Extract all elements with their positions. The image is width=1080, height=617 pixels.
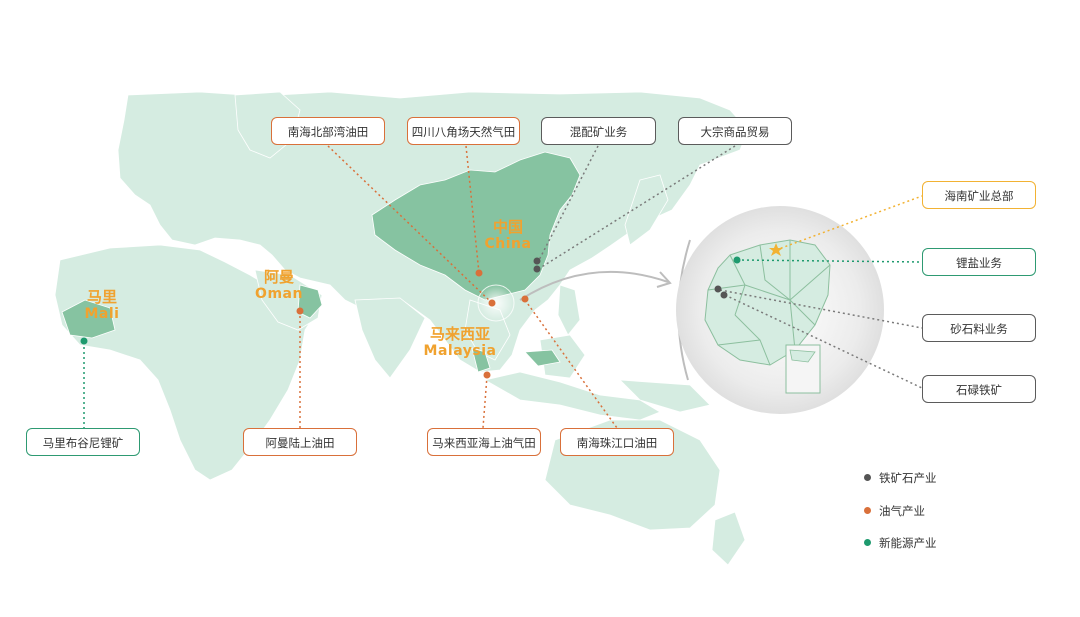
country-label-mali: 马里 Mali <box>72 289 132 323</box>
inset-arrow-head <box>656 271 672 288</box>
mali-shape <box>61 299 116 339</box>
oil-marker <box>521 295 529 303</box>
label-hainan-hq: 海南矿业总部 <box>922 181 1036 209</box>
mali-en: Mali <box>84 306 120 322</box>
orange-dot-icon <box>864 507 871 514</box>
hq-star-icon <box>769 243 783 256</box>
label-sichuan-bajiao: 四川八角场天然气田 <box>407 117 520 145</box>
philippines-land <box>557 284 581 336</box>
india-land <box>354 297 426 379</box>
china-zh: 中国 <box>492 218 523 236</box>
legend-item-new-energy: 新能源产业 <box>864 535 937 551</box>
iron-marker <box>533 257 541 265</box>
oman-shape <box>297 284 323 319</box>
inset-arrow <box>519 270 669 301</box>
oman-en: Oman <box>255 286 303 302</box>
label-shilu-iron: 石碌铁矿 <box>922 375 1036 403</box>
new-energy-marker <box>80 337 88 345</box>
country-label-malaysia: 马来西亚 Malaysia <box>418 326 502 360</box>
label-blending-ore: 混配矿业务 <box>541 117 656 145</box>
mali-zh: 马里 <box>86 288 117 306</box>
connector-lines <box>83 145 923 429</box>
new-zealand-land <box>711 511 746 566</box>
dark-dot-icon <box>864 474 871 481</box>
label-mali-goulamina: 马里布谷尼锂矿 <box>26 428 140 456</box>
malaysia-zh: 马来西亚 <box>429 325 490 343</box>
legend-item-oil: 油气产业 <box>864 503 925 519</box>
label-nanhai-north-bay: 南海北部湾油田 <box>271 117 385 145</box>
oil-marker <box>488 299 496 307</box>
label-pearl-river-mouth: 南海珠江口油田 <box>560 428 674 456</box>
malaysia-en: Malaysia <box>423 343 497 359</box>
land-masses <box>54 91 749 566</box>
china-en: China <box>484 236 532 252</box>
legend-label: 铁矿石产业 <box>879 471 937 485</box>
iron-marker <box>720 291 728 299</box>
hainan-spot <box>477 284 515 322</box>
country-label-china: 中国 China <box>478 219 538 253</box>
iron-marker <box>714 285 722 293</box>
markers <box>80 243 783 379</box>
iron-marker <box>533 265 541 273</box>
borneo-land <box>539 334 586 379</box>
legend-label: 油气产业 <box>879 504 925 518</box>
malaysia-shape <box>471 347 561 373</box>
oil-marker <box>475 269 483 277</box>
legend-item-iron: 铁矿石产业 <box>864 470 937 486</box>
country-label-oman: 阿曼 Oman <box>248 269 310 303</box>
china-shape <box>371 151 581 301</box>
new-energy-marker <box>733 256 741 264</box>
label-gravel: 砂石料业务 <box>922 314 1036 342</box>
label-malaysia-offshore: 马来西亚海上油气田 <box>427 428 541 456</box>
new-guinea-land <box>618 379 711 413</box>
indonesia-land <box>483 371 661 421</box>
japan-land <box>624 174 669 246</box>
oil-marker <box>296 307 304 315</box>
label-lithium-salt: 锂盐业务 <box>922 248 1036 276</box>
legend-label: 新能源产业 <box>879 536 937 550</box>
highlighted-countries <box>61 151 581 373</box>
green-dot-icon <box>864 539 871 546</box>
label-commodity-trade: 大宗商品贸易 <box>678 117 792 145</box>
oil-marker <box>483 371 491 379</box>
label-oman-onshore: 阿曼陆上油田 <box>243 428 357 456</box>
oman-zh: 阿曼 <box>263 268 294 286</box>
